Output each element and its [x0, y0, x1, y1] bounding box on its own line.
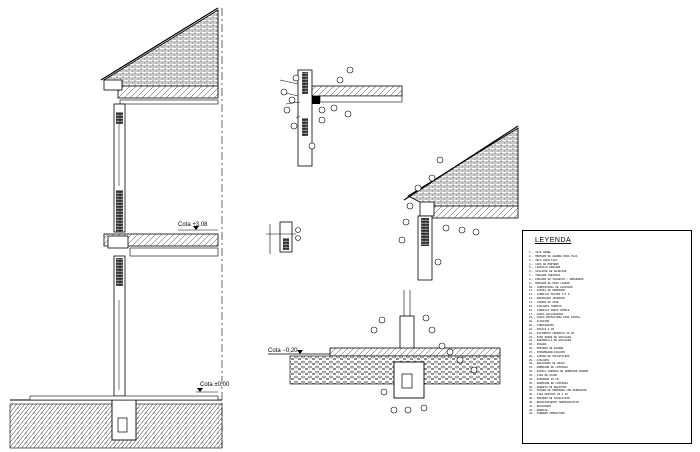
- legend-item: 18.- CHAPA PROTECTORA PARA DINTEL: [529, 316, 581, 320]
- legend-item: 27.- IMPERMEABILIZACION: [529, 350, 565, 354]
- detail-foundation: [268, 290, 501, 414]
- legend-item: 29.- AISLANTE: [529, 358, 550, 362]
- legend-item: 13.- ENFOSCADO INTERIOR: [529, 297, 565, 301]
- legend-item: 7.- TABLERO CERAMICO: [529, 274, 561, 278]
- legend-item: 1.- TEJA ARABE: [529, 251, 551, 254]
- legend-item: 4.- CAPA DE MORTERO: [529, 262, 559, 266]
- detail-eave-right: [398, 125, 519, 281]
- legend-title: LEYENDA: [535, 237, 572, 244]
- detail-eave-top: [279, 66, 403, 167]
- legend-item: 12.- LADRILLO MACIZO 1/2 P: [529, 293, 570, 297]
- legend-item: 23.- PASO DESDE DE ESCALERA: [529, 335, 572, 339]
- legend-item: 11.- DINTEL DE HORMIGON: [529, 289, 565, 293]
- cota-floor2-label: Cota +3,08: [178, 222, 208, 228]
- legend-item: 21.- ZOCALO 3 CM: [529, 327, 554, 331]
- legend-item: 25.- SOLERA: [529, 343, 547, 347]
- detail-small-window: [266, 221, 301, 254]
- legend-item: 14.- CAMARA DE AIRE: [529, 300, 559, 304]
- cota-ground-label: Cota ±0,00: [200, 382, 230, 388]
- legend-item: 41.- ENCACHADO: [529, 404, 551, 408]
- legend-item: 35.- HORMIGON DE LIMPIEZA: [529, 381, 568, 385]
- legend-item: 10.- CARPINTERIA DE ALUMINIO: [529, 285, 573, 289]
- legend-item: 17.- CHAPA GALVANIZADA: [529, 312, 564, 316]
- legend-item: 28.- LAMINA DE POLIETILENO: [529, 354, 570, 358]
- legend-item: 9.- MORTERO DE PASO LIGERO: [529, 281, 570, 285]
- legend-item: 37.- SOLERA DE HORMIGON CON PENDIENTE: [529, 389, 587, 393]
- legend-item: 16.- LADRILLO HUECO SIMPLE: [529, 308, 570, 312]
- legend-item: 38.- VIGA RIOSTRA 30 X 40: [529, 393, 568, 397]
- main-section: [9, 7, 223, 449]
- legend-item: 31.- HORMIGON DE LIMPIEZA: [529, 366, 568, 370]
- legend-item: 2.- MORTERO DE AGARRE PARA TEJA: [529, 254, 578, 258]
- legend-item: 32.- ZAPATA CORRIDA DE HORMIGON ARMADO: [529, 370, 589, 374]
- legend-item: 20.- VIERTEAGUAS: [529, 324, 554, 328]
- legend-item: 36.- ARQUETA DE REGISTRO: [529, 385, 567, 389]
- legend-item: 24.- BARANDILLA DE ESCALERA: [529, 339, 572, 343]
- legend-item: 30.- ENCACHADO DE GRAVA: [529, 362, 565, 366]
- legend-item: 22.- PAVIMENTO CERAMICO 30 CM: [529, 331, 575, 335]
- legend-item: 26.- MORTERO DE AGARRE: [529, 347, 564, 351]
- legend-item: 19.- ALFEIZAR: [529, 320, 550, 324]
- legend-item: 5.- LADRILLO DOBLADO: [529, 266, 561, 270]
- legend-item: 8.- FORJADO DE VIGUETAS / ARMADURAS: [529, 277, 584, 281]
- legend-item: 39.- MORTERO DE NIVELACION: [529, 397, 570, 401]
- legend-item: 40.- REVESTIMIENTO TERMOACUSTICO: [529, 400, 579, 404]
- legend-item: 43.- TERRENO COMPACTADO: [529, 412, 565, 416]
- cota-outside-label: Cota −0,20: [268, 348, 298, 354]
- legend-item: 34.- ARMADURA 20 CM: [529, 377, 559, 381]
- legend-item: 42.- DRENAJE: [529, 408, 548, 412]
- legend-item: 15.- AISLANTE TERMICO: [529, 304, 562, 308]
- legend-item: 3.- TELA ASFALTICA: [529, 258, 558, 262]
- legend-item: 33.- VIGA DE ATADO: [529, 374, 558, 377]
- legend-item: 6.- AISLANTE DE SUJECION: [529, 270, 567, 274]
